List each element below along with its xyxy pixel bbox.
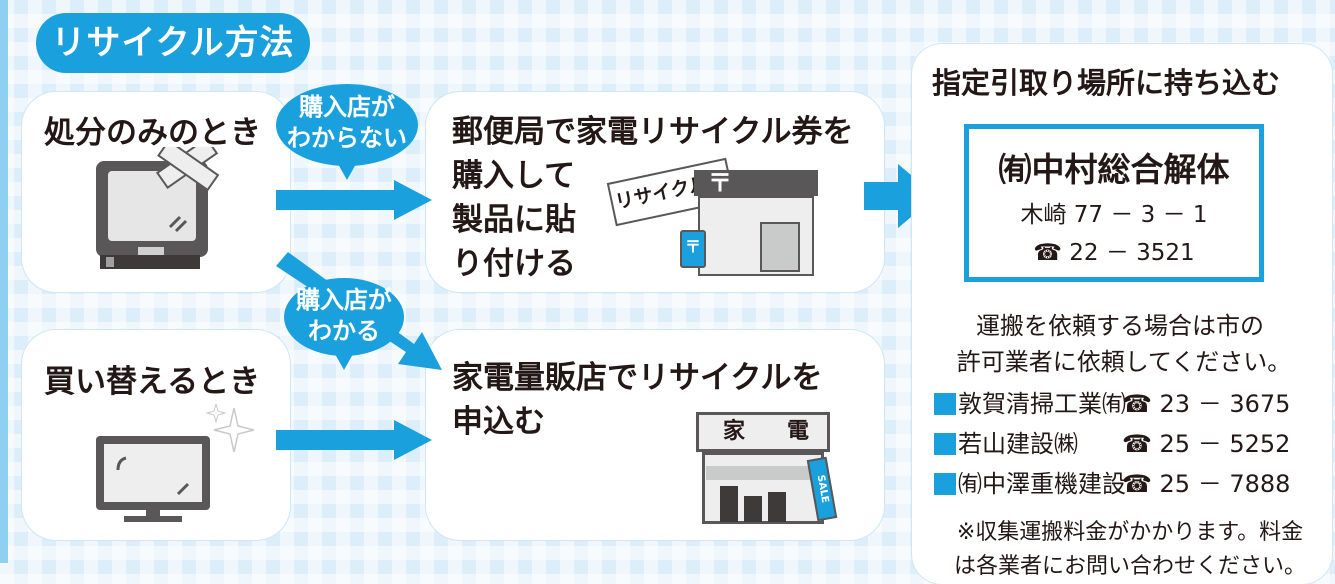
postal-mark-icon: 〒 <box>708 169 732 197</box>
shop-name: ㈲中村総合解体 <box>998 150 1230 189</box>
card-replace: 買い替えるとき <box>22 330 290 540</box>
post-office-line2: 購入して <box>452 158 576 194</box>
square-bullet-icon <box>934 473 956 495</box>
bubble-store-known: 購入店が わかる <box>284 278 404 370</box>
transport-note-line2: 許可業者に依頼してください。 <box>956 348 1292 376</box>
replace-label: 買い替えるとき <box>44 364 261 400</box>
bubble-unknown-line1: 購入店が <box>299 93 395 121</box>
contractor-row: ㈲中澤重機建設 ☎ 25 － 7888 <box>934 466 1290 502</box>
designated-heading: 指定引取り場所に持ち込む <box>932 66 1281 100</box>
transport-note-line1: 運搬を依頼する場合は市の <box>976 312 1264 340</box>
footnote-line2: は各業者にお問い合わせください。 <box>953 554 1306 579</box>
fee-footnote: ※収集運搬料金がかかります。料金 は各業者にお問い合わせください。 <box>930 516 1330 584</box>
bubble-known-line1: 購入店が <box>296 286 392 314</box>
retailer-line1: 家電量販店でリサイクルを <box>452 360 823 396</box>
bubble-store-unknown: 購入店が わからない <box>276 84 418 180</box>
footnote-line1: ※収集運搬料金がかかります。料金 <box>956 520 1304 545</box>
square-bullet-icon <box>934 393 956 415</box>
shop-phone: ☎ 22 － 3521 <box>1033 240 1195 266</box>
post-office-line1: 郵便局で家電リサイクル券を <box>452 114 854 150</box>
contractor-phone: ☎ 25 － 5252 <box>1122 430 1291 458</box>
contractor-phone: ☎ 25 － 7888 <box>1122 470 1291 498</box>
left-border <box>0 0 8 563</box>
retailer-line2: 申込む <box>452 404 545 440</box>
sale-flag-label: SALE <box>814 474 831 504</box>
postbox-icon: 〒 <box>680 230 706 268</box>
card-disposal-only: 処分のみのとき <box>22 92 290 292</box>
page-title: リサイクル方法 <box>36 13 310 73</box>
disposal-only-label: 処分のみのとき <box>44 115 261 151</box>
store-sign-right: 電 <box>787 419 810 444</box>
post-office-line4: り付ける <box>452 246 576 282</box>
new-tv-icon <box>96 404 255 522</box>
card-retailer: 家電量販店でリサイクルを 申込む 家 電 SALE <box>426 330 884 540</box>
old-tv-icon <box>96 147 220 269</box>
contractor-phone: ☎ 23 － 3675 <box>1122 390 1291 418</box>
card-post-office: 郵便局で家電リサイクル券を 購入して 製品に貼 り付ける リサイクル券 〒 〒 <box>426 92 884 292</box>
electronics-store-icon: 家 電 SALE <box>696 412 846 528</box>
bubble-unknown-line2: わからない <box>287 124 407 152</box>
contractor-name: 敦賀清掃工業㈲ <box>958 390 1126 418</box>
square-bullet-icon <box>934 433 956 455</box>
arrow-replace-to-retailer <box>276 420 432 460</box>
designated-shop-box: ㈲中村総合解体 木崎 77 － 3 － 1 ☎ 22 － 3521 <box>964 124 1264 282</box>
post-office-line3: 製品に貼 <box>452 202 576 238</box>
contractor-name: ㈲中澤重機建設 <box>958 470 1126 498</box>
arrow-disposal-to-post <box>276 180 432 220</box>
shop-address: 木崎 77 － 3 － 1 <box>1020 202 1208 228</box>
post-office-building-icon: 〒 〒 <box>680 169 818 284</box>
bubble-known-line2: わかる <box>308 317 380 345</box>
contractor-row: 若山建設㈱ ☎ 25 － 5252 <box>934 426 1290 462</box>
contractor-name: 若山建設㈱ <box>958 430 1078 458</box>
contractor-row: 敦賀清掃工業㈲ ☎ 23 － 3675 <box>934 386 1290 422</box>
store-sign-left: 家 <box>723 419 746 444</box>
